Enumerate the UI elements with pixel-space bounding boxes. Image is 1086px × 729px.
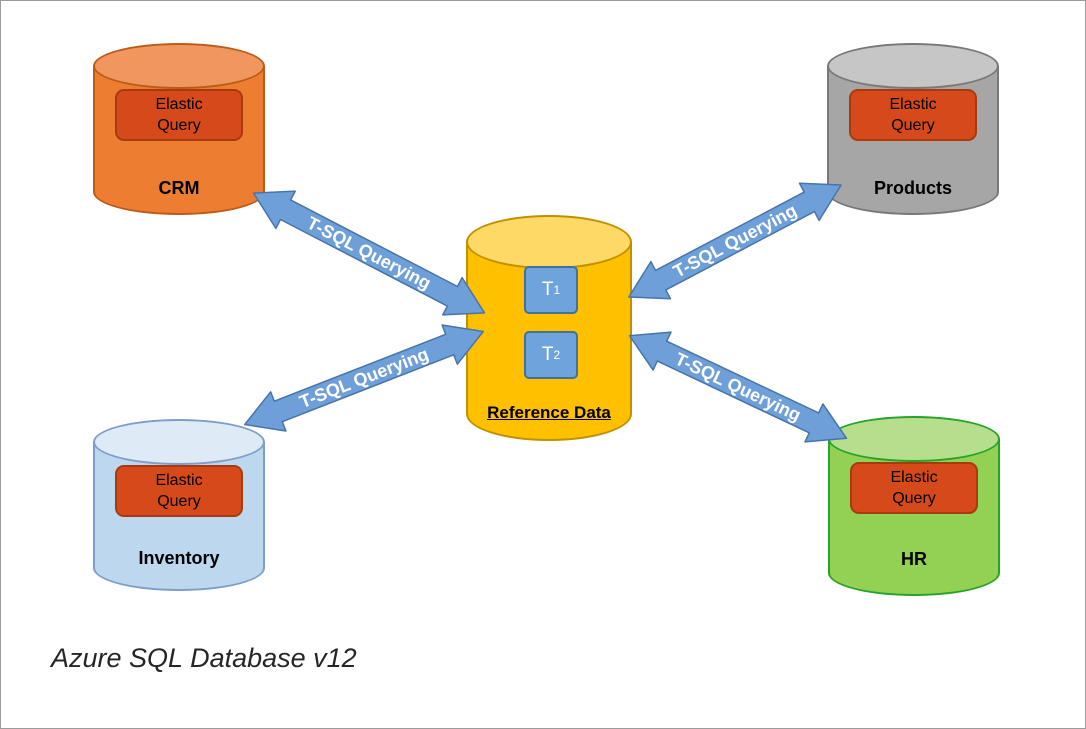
elastic-query-badge: Elastic Query	[849, 89, 977, 141]
badge-label: Elastic Query	[155, 96, 203, 134]
database-label: Products	[873, 178, 952, 198]
cylinder-top	[466, 215, 632, 269]
arrow-hr: T-SQL Querying	[628, 331, 848, 443]
database-label: CRM	[158, 178, 200, 198]
cylinder-top	[93, 43, 265, 89]
double-arrow-shape	[628, 331, 848, 443]
database-crm: Elastic Query CRM	[93, 43, 265, 215]
badge-label: Elastic Query	[889, 96, 937, 134]
elastic-query-badge: Elastic Query	[115, 465, 243, 517]
table-subscript: 2	[553, 348, 561, 362]
arrow-inventory: T-SQL Querying	[243, 324, 485, 432]
elastic-query-badge: Elastic Query	[850, 462, 978, 514]
arrow-label: T-SQL Querying	[297, 344, 432, 412]
database-products: Elastic Query Products	[827, 43, 999, 215]
table-label: T	[541, 279, 554, 300]
elastic-query-badge: Elastic Query	[115, 89, 243, 141]
badge-label: Elastic Query	[155, 472, 203, 510]
diagram-caption: Azure SQL Database v12	[51, 643, 357, 673]
database-inventory: Elastic Query Inventory	[93, 419, 265, 591]
arrow-label: T-SQL Querying	[672, 349, 804, 425]
double-arrow-shape	[628, 182, 842, 300]
database-label: HR	[901, 549, 927, 569]
table-subscript: 1	[553, 283, 561, 297]
double-arrow-shape	[252, 190, 486, 316]
cylinder-top	[828, 416, 1000, 462]
database-label: Reference Data	[487, 403, 611, 422]
double-arrow-shape	[243, 324, 485, 432]
arrow-crm: T-SQL Querying	[252, 190, 486, 316]
cylinder-top	[93, 419, 265, 465]
arrow-label: T-SQL Querying	[670, 200, 800, 281]
arrow-label: T-SQL Querying	[304, 213, 435, 294]
cylinder-top	[827, 43, 999, 89]
database-label: Inventory	[138, 548, 220, 568]
arrow-products: T-SQL Querying	[628, 182, 842, 300]
table-label: T	[541, 344, 554, 365]
database-hr: Elastic Query HR	[828, 416, 1000, 596]
badge-label: Elastic Query	[890, 469, 938, 507]
